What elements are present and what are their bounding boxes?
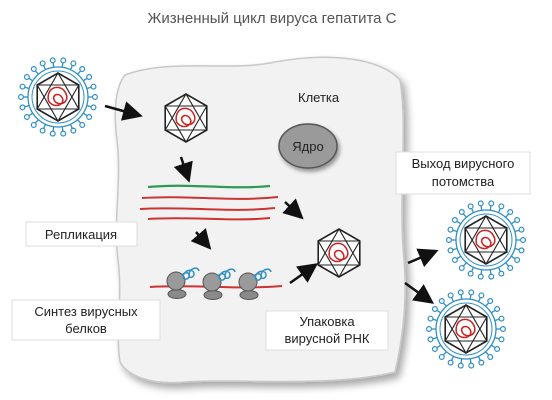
rna-strand-red	[147, 217, 271, 221]
svg-text:Синтез вирусных: Синтез вирусных	[34, 304, 138, 319]
arrow-translation-to-assembly	[289, 263, 319, 285]
svg-text:вирусной РНК: вирусной РНК	[284, 331, 369, 346]
exit-label: Выход вирусного потомства	[395, 151, 531, 195]
ribosome	[166, 267, 200, 299]
virus-released-lower	[426, 289, 507, 369]
rna-strand-red	[139, 207, 276, 211]
svg-text:Выход вирусного: Выход вирусного	[412, 156, 515, 171]
cell-label: Клетка	[298, 90, 340, 105]
replication-label: Репликация	[25, 221, 138, 247]
arrow-exit-upper	[407, 248, 439, 268]
arrow-exit-lower	[404, 281, 435, 304]
svg-text:Репликация: Репликация	[45, 227, 117, 242]
packaging-label: Упаковка вирусной РНК	[265, 310, 389, 351]
arrow-to-assembly	[282, 198, 304, 220]
nucleus-label: Ядро	[292, 139, 323, 154]
ribosome	[238, 268, 272, 300]
svg-text:белков: белков	[65, 321, 107, 336]
virus-capsid-assembled	[317, 227, 361, 279]
arrows	[104, 101, 439, 304]
virus-particles	[18, 57, 526, 369]
nucleus: Ядро	[278, 123, 338, 169]
rna-strands	[139, 184, 279, 221]
ribosome	[202, 268, 236, 300]
arrow-entry	[104, 101, 143, 121]
svg-text:потомства: потомства	[432, 174, 495, 189]
virus-incoming	[18, 57, 98, 137]
arrow-to-replication	[173, 156, 193, 183]
svg-text:Упаковка: Упаковка	[299, 314, 355, 329]
rna-strand-green	[147, 184, 271, 189]
rna-strand-red	[141, 196, 279, 200]
arrow-to-translation	[190, 228, 212, 250]
virus-released-upper	[446, 200, 526, 280]
virus-capsid-entered	[164, 92, 208, 144]
protein-synthesis-label: Синтез вирусных белков	[11, 299, 161, 341]
diagram-title: Жизненный цикл вируса гепатита С	[147, 10, 396, 27]
translation-row	[149, 267, 283, 300]
